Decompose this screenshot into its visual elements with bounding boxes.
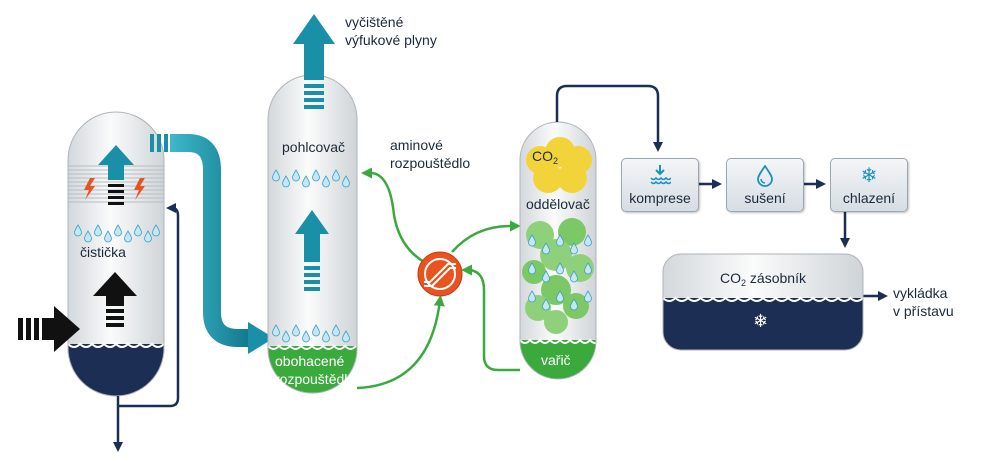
compression-box: komprese bbox=[621, 158, 699, 212]
lightning-icon bbox=[84, 178, 95, 200]
separator-label: oddělovač bbox=[526, 196, 590, 212]
solvent-loop-lines bbox=[356, 167, 521, 390]
rich-solvent-label-line2: rozpouštědlo bbox=[275, 371, 356, 387]
drying-label: sušení bbox=[744, 190, 786, 206]
scrubber-label: čistička bbox=[80, 244, 126, 260]
reboiler-label: vařič bbox=[541, 352, 571, 368]
cooling-box: ❄ chlazení bbox=[830, 158, 908, 212]
drying-box: sušení bbox=[726, 158, 804, 212]
co2-cloud bbox=[526, 137, 592, 193]
absorber-gas-arrow bbox=[295, 210, 329, 291]
scrubber-vessel bbox=[67, 111, 165, 397]
cleaned-gas-label-line2: výfukové plyny bbox=[345, 32, 437, 48]
rich-solvent-label-line1: obohacené bbox=[275, 353, 345, 369]
cleaned-gas-label-line1: vyčištěné bbox=[345, 14, 404, 30]
separator-vessel bbox=[519, 121, 597, 380]
scrubber-gas-arrow bbox=[98, 145, 134, 180]
heat-exchanger-icon bbox=[417, 251, 463, 297]
co2-line-to-compression bbox=[555, 84, 663, 152]
process-chain-arrows bbox=[699, 179, 888, 301]
co2-storage-tank bbox=[662, 253, 864, 351]
amine-solvent-label-line1: aminové bbox=[390, 137, 443, 153]
gas-transfer-pipe bbox=[150, 134, 274, 354]
flue-gas-inlet-arrow bbox=[18, 306, 80, 352]
unloading-label-line1: vykládka bbox=[893, 285, 948, 301]
separator-co2-label: CO2 bbox=[532, 148, 559, 166]
scrubber-flow-arrow bbox=[93, 184, 137, 327]
compression-label: komprese bbox=[629, 190, 691, 206]
lightning-icon bbox=[134, 178, 145, 200]
compression-icon bbox=[649, 165, 672, 188]
amine-solvent-label-line2: rozpouštědlo bbox=[390, 155, 471, 171]
clean-gas-outlet-arrow bbox=[293, 14, 335, 109]
absorber-vessel bbox=[267, 14, 358, 394]
storage-label: CO2 zásobník bbox=[720, 270, 806, 288]
unloading-label-line2: v přístavu bbox=[893, 303, 954, 319]
snowflake-icon: ❄ bbox=[860, 163, 878, 187]
absorber-label: pohlcovač bbox=[282, 139, 346, 155]
drop-icon bbox=[756, 164, 774, 190]
tank-snowflake-icon: ❄ bbox=[753, 311, 769, 332]
scrubber-recirculation-line bbox=[113, 203, 180, 452]
cooling-label: chlazení bbox=[842, 190, 896, 206]
